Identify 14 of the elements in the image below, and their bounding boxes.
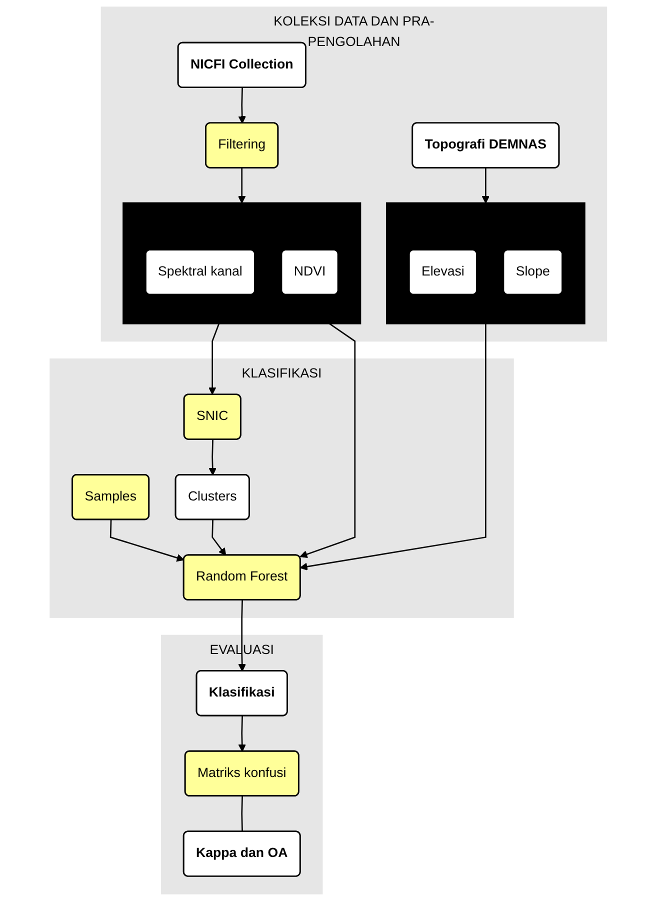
connector <box>241 796 244 832</box>
arrow <box>208 440 217 476</box>
arrow <box>300 322 356 558</box>
arrow <box>238 168 246 204</box>
arrow <box>110 520 184 562</box>
arrow <box>482 168 490 204</box>
cluster <box>386 202 586 324</box>
arrow <box>212 520 226 556</box>
arrow <box>238 600 246 672</box>
arrow <box>238 88 246 124</box>
arrow <box>208 323 220 395</box>
arrow <box>238 716 246 752</box>
cluster <box>122 202 362 324</box>
arrow <box>300 323 486 570</box>
